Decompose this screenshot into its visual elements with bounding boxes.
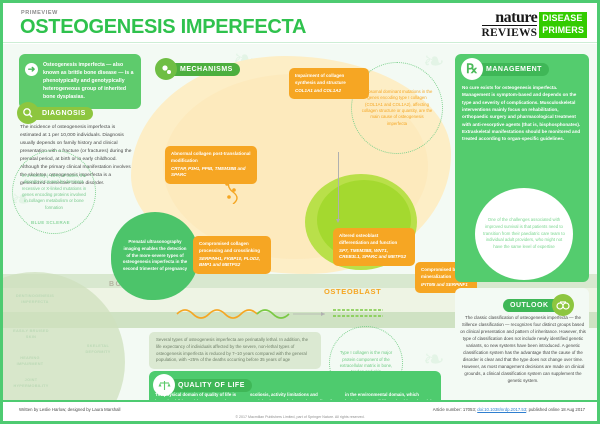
poster-canvas: ❧ ❧ ❧ ❧ ❧ ❧ ❧ BONE OSTEOBLAST [3, 44, 597, 421]
mechanism-box-genes: SERPINH1, FKBP10, PLOD2, BMP1 and MBTPS2 [199, 255, 261, 268]
section-heading-quality-of-life: QUALITY OF LIFE [153, 374, 252, 396]
nature-wordmark: nature [481, 10, 538, 26]
mechanism-box-title: Compromised bone mineralization [421, 267, 464, 279]
mechanism-box-genes: SP7, TMEM38B, WNT1, CREB3L1, SPARC and M… [339, 247, 407, 260]
mechanism-box-genes: CRTAP, P3H1, PPIB, TMEM38B and SPARC [171, 165, 246, 178]
pathway-arrow-icon [336, 152, 340, 223]
footer-copyright: © 2017 Macmillan Publishers Limited, par… [235, 415, 365, 419]
intro-text: Osteogenesis imperfecta — also known as … [43, 62, 134, 101]
footer-article-suffix: ; published online 18 Aug 2017 [526, 407, 585, 412]
osteoblast-label: OSTEOBLAST [324, 287, 382, 296]
collagen-fibril-diagram [176, 309, 383, 319]
mechanism-box-processing-crosslinking: Compromised collagen processing and cros… [193, 236, 271, 274]
mechanism-box-collagen-synthesis: Impairment of collagen synthesis and str… [289, 68, 369, 100]
section-heading-mechanisms: MECHANISMS [155, 58, 240, 80]
mechanism-box-title: Abnormal collagen post-translational mod… [171, 151, 251, 163]
mechanism-box-post-translational: Abnormal collagen post-translational mod… [165, 146, 257, 184]
bone-matrix-band-dark [3, 312, 597, 328]
binoculars-icon [551, 294, 574, 316]
mechanism-box-genes: COL1A1 and COL1A2 [295, 87, 342, 93]
management-transition-text: One of the challenges associated with im… [483, 217, 565, 249]
mechanisms-heading-label: MECHANISMS [167, 62, 240, 76]
section-heading-management: ℞ MANAGEMENT [461, 58, 549, 80]
autosomal-dominant-callout: Autosomal dominant mutations in the gene… [351, 62, 443, 154]
figure-label-joint-hypermobility: JOINT HYPERMOBILITY [13, 378, 49, 388]
figure-label-skeletal-deformity: SKELETAL DEFORMITY [85, 344, 111, 354]
poster-header: PRIMEVIEW OSTEOGENESIS IMPERFECTA nature… [3, 3, 597, 43]
primeview-kicker: PRIMEVIEW [21, 10, 58, 16]
rx-icon: ℞ [461, 58, 483, 80]
disease-primers-line2: PRIMERS [542, 24, 584, 35]
balance-scale-icon [153, 374, 175, 396]
mechanism-box-genes: IFITM5 and SERPINF1 [421, 281, 468, 287]
footer-article-prefix: Article number: 17053; [432, 407, 478, 412]
disease-primers-line1: DISEASE [542, 13, 583, 23]
disease-primers-badge: DISEASE PRIMERS [539, 12, 587, 38]
severity-text: Several types of osteogenesis imperfecta… [156, 337, 309, 363]
footer-doi-link[interactable]: doi:10.1038/nrdp.2017.53 [477, 407, 527, 412]
section-heading-outlook: OUTLOOK [503, 294, 574, 316]
minority-cases-text: In a minority (~15%) of cases, the disor… [21, 172, 87, 210]
magnifier-icon [17, 102, 39, 124]
intro-callout: ➜ Osteogenesis imperfecta — also known a… [19, 54, 141, 110]
nature-reviews-logo: nature REVIEWS DISEASE PRIMERS [481, 10, 587, 39]
quality-of-life-heading-label: QUALITY OF LIFE [165, 378, 252, 392]
mechanism-box-title: Impairment of collagen synthesis and str… [295, 73, 346, 85]
mechanism-box-title: Altered osteoblast differentiation and f… [339, 233, 398, 245]
gears-icon [155, 58, 177, 80]
mechanism-box-osteoblast-differentiation: Altered osteoblast differentiation and f… [333, 228, 415, 266]
mechanism-box-title: Compromised collagen processing and cros… [199, 241, 261, 253]
page-title: OSTEOGENESIS IMPERFECTA [20, 16, 307, 38]
poster-footer: Written by Leslie Harlow; designed by La… [3, 400, 597, 421]
footer-credits: Written by Leslie Harlow; designed by La… [19, 407, 121, 412]
outlook-heading-label: OUTLOOK [503, 298, 562, 312]
minority-cases-callout: In a minority (~15%) of cases, the disor… [12, 150, 96, 234]
nature-reviews-wordmark: nature REVIEWS [481, 10, 538, 39]
figure-label-dentinogenesis: DENTINOGENESIS IMPERFECTA [15, 294, 55, 304]
figure-label-bruised-skin: EASILY BRUISED SKIN [13, 329, 49, 339]
section-heading-diagnosis: DIAGNOSIS [17, 102, 93, 124]
autosomal-dominant-text: Autosomal dominant mutations in the gene… [361, 88, 433, 126]
management-transition-callout: One of the challenges associated with im… [475, 188, 573, 280]
diagnosis-heading-label: DIAGNOSIS [29, 106, 93, 120]
management-body-text: No cure exists for osteogenesis imperfec… [462, 85, 581, 142]
severity-statistics-callout: Several types of osteogenesis imperfecta… [149, 332, 321, 370]
reviews-wordmark: REVIEWS [481, 27, 538, 39]
figure-label-hearing: HEARING IMPAIRMENT [16, 356, 44, 366]
footer-article-info: Article number: 17053; doi:10.1038/nrdp.… [433, 407, 585, 412]
prenatal-ultrasound-callout: Prenatal ultrasonography imaging enables… [111, 212, 199, 300]
arrow-right-icon: ➜ [25, 63, 38, 76]
outlook-body-text: The classic classification of osteogenes… [460, 315, 586, 384]
management-heading-label: MANAGEMENT [473, 62, 549, 76]
prenatal-callout-text: Prenatal ultrasonography imaging enables… [122, 238, 188, 272]
